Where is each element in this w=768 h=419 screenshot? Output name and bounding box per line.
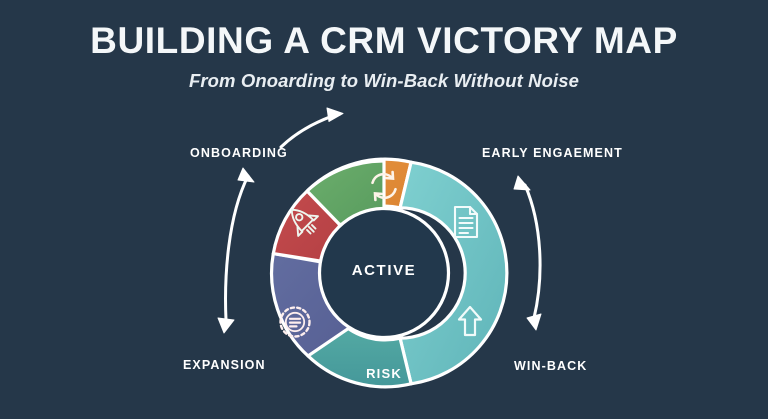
badge-list-icon [279, 306, 311, 338]
rocket-icon [290, 208, 319, 237]
arrow-up-icon [457, 305, 483, 337]
label-onboarding: ONBOARDING [190, 146, 288, 160]
refresh-icon [371, 170, 397, 202]
label-win-back: WIN-BACK [514, 359, 588, 373]
hub-circle [317, 206, 451, 340]
clockwise-arrow-icon [279, 107, 344, 149]
double-arrow-icon-right [513, 175, 542, 331]
label-early-engagement: EARLY ENGAEMENT [482, 146, 623, 160]
document-icon [453, 205, 479, 239]
label-risk: RISK [366, 366, 402, 381]
double-arrow-icon-left [217, 167, 255, 334]
segment-early-engagement[interactable] [398, 160, 509, 386]
label-expansion: EXPANSION [183, 358, 266, 372]
hub-label: ACTIVE [351, 262, 417, 279]
